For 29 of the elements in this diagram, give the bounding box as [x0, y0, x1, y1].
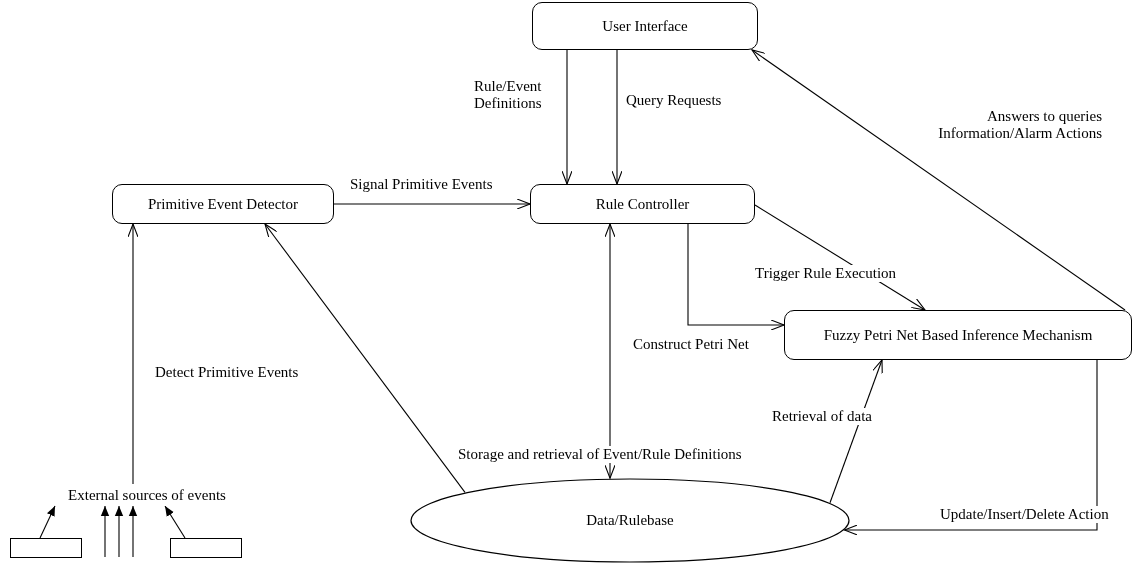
- process-box: Rule Controller: [530, 184, 755, 224]
- edge-label: Signal Primitive Events: [348, 176, 495, 193]
- arrow: [751, 49, 1126, 311]
- process-box: Fuzzy Petri Net Based Inference Mechanism: [784, 310, 1132, 360]
- arrow: [164, 505, 186, 539]
- arrow: [114, 505, 124, 558]
- process-box: Primitive Event Detector: [112, 184, 334, 224]
- node-label: Data/Rulebase: [586, 511, 674, 531]
- edge-label: Query Requests: [624, 92, 724, 109]
- edge-label: Retrieval of data: [770, 408, 874, 425]
- arrow: [561, 49, 573, 185]
- arrow: [39, 505, 56, 539]
- arrow: [128, 505, 138, 558]
- arrow: [264, 223, 466, 493]
- empty-box: [10, 538, 82, 558]
- arrow: [687, 223, 785, 331]
- data-store-ellipse: [410, 478, 850, 563]
- arrow: [843, 359, 1098, 536]
- edge-label: Storage and retrieval of Event/Rule Definitions: [456, 446, 744, 463]
- arrow: [333, 198, 531, 210]
- arrow: [127, 223, 139, 485]
- arrow: [829, 359, 883, 504]
- edge-label: Trigger Rule Execution: [753, 265, 899, 282]
- empty-box: [170, 538, 242, 558]
- process-box: User Interface: [532, 2, 758, 50]
- edge-label: Update/Insert/Delete Action: [938, 506, 1111, 523]
- arrow: [100, 505, 110, 558]
- arrow: [604, 223, 616, 479]
- arrow: [611, 49, 623, 185]
